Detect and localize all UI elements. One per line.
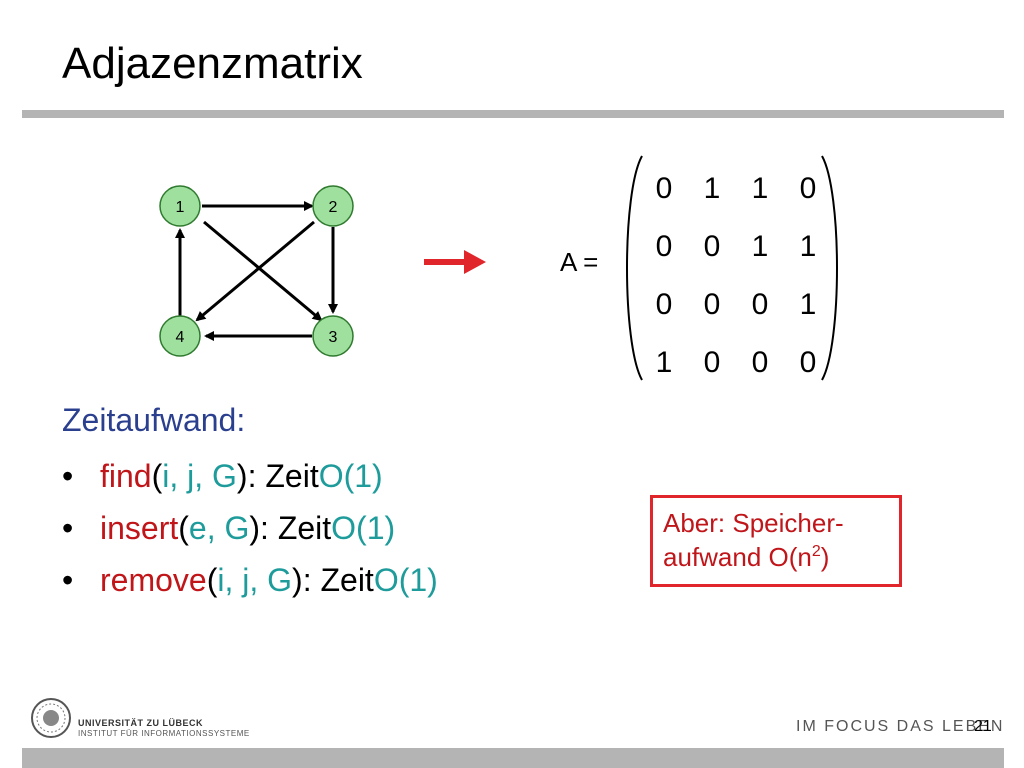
node-4-label: 4 xyxy=(176,329,185,346)
operation-name: find xyxy=(100,458,152,494)
complexity-heading: Zeitaufwand: xyxy=(62,402,246,438)
matrix-cell: 0 xyxy=(703,288,721,321)
operation-list: • find(i, j, G): Zeit O(1) • insert(e, G… xyxy=(62,450,438,606)
open-paren: ( xyxy=(178,510,189,546)
list-item: • find(i, j, G): Zeit O(1) xyxy=(62,450,438,502)
time-cost: O(1) xyxy=(318,458,383,494)
operation-args: i, j, G xyxy=(162,458,237,494)
matrix-cell: 0 xyxy=(751,346,769,379)
note-line-2: aufwand O(n2) xyxy=(663,540,889,574)
operation-args: i, j, G xyxy=(217,562,293,598)
operation-args: e, G xyxy=(188,510,250,546)
matrix-cell: 1 xyxy=(751,172,769,205)
matrix-brackets xyxy=(626,155,838,381)
list-item: • insert(e, G): Zeit O(1) xyxy=(62,502,438,554)
node-3-label: 3 xyxy=(329,329,338,346)
node-3: 3 xyxy=(312,315,354,357)
matrix-cell: 0 xyxy=(703,346,721,379)
matrix-cell: 0 xyxy=(655,230,673,263)
university-name: UNIVERSITÄT ZU LÜBECK xyxy=(78,718,203,728)
operation-name: insert xyxy=(100,510,179,546)
time-label: ): Zeit xyxy=(249,510,332,546)
node-2-label: 2 xyxy=(329,199,338,216)
time-label: ): Zeit xyxy=(236,458,319,494)
memory-note-box: Aber: Speicher- aufwand O(n2) xyxy=(650,495,902,587)
open-paren: ( xyxy=(151,458,163,494)
edge-1-3 xyxy=(203,220,323,322)
matrix-cell: 1 xyxy=(751,230,769,263)
list-item: • remove(i, j, G): Zeit O(1) xyxy=(62,554,438,606)
university-seal-icon xyxy=(31,698,71,738)
footer-bar xyxy=(22,748,1004,768)
note-exponent: 2 xyxy=(811,543,821,560)
edge-2-4 xyxy=(195,220,315,322)
page-number: 21 xyxy=(974,718,992,735)
matrix-cell: 0 xyxy=(703,230,721,263)
matrix-cell: 0 xyxy=(799,172,817,205)
matrix-cell: 1 xyxy=(799,230,817,263)
title-divider xyxy=(22,110,1004,118)
operation-name: remove xyxy=(100,562,207,598)
directed-graph: 1 2 3 4 xyxy=(159,185,354,357)
bullet: • xyxy=(62,562,74,598)
slogan: IM FOCUS DAS LEBEN xyxy=(796,718,1005,735)
bullet: • xyxy=(62,510,74,546)
note-line-1: Aber: Speicher- xyxy=(663,508,844,538)
matrix-cell: 1 xyxy=(655,346,673,379)
slide-title: Adjazenzmatrix xyxy=(62,39,363,88)
matrix-label: A = xyxy=(560,247,599,277)
institute-name: INSTITUT FÜR INFORMATIONSSYSTEME xyxy=(78,729,250,738)
matrix-cell: 1 xyxy=(703,172,721,205)
node-4: 4 xyxy=(159,315,201,357)
matrix-cell: 0 xyxy=(655,172,673,205)
bullet: • xyxy=(62,458,74,494)
matrix-cell: 0 xyxy=(751,288,769,321)
open-paren: ( xyxy=(206,562,218,598)
time-label: ): Zeit xyxy=(292,562,374,598)
matrix-cell: 0 xyxy=(655,288,673,321)
time-cost: O(1) xyxy=(331,510,396,546)
node-1: 1 xyxy=(159,185,201,227)
matrix-cell: 0 xyxy=(799,346,817,379)
note-text: aufwand O(n xyxy=(663,542,812,572)
adjacency-matrix: 0 1 1 0 0 0 1 1 0 0 0 1 1 0 0 0 xyxy=(640,160,832,392)
arrow-right-icon xyxy=(424,250,486,274)
note-text-end: ) xyxy=(820,542,830,572)
node-2: 2 xyxy=(312,185,354,227)
matrix-cell: 1 xyxy=(799,288,817,321)
node-1-label: 1 xyxy=(176,199,185,216)
time-cost: O(1) xyxy=(373,562,438,598)
